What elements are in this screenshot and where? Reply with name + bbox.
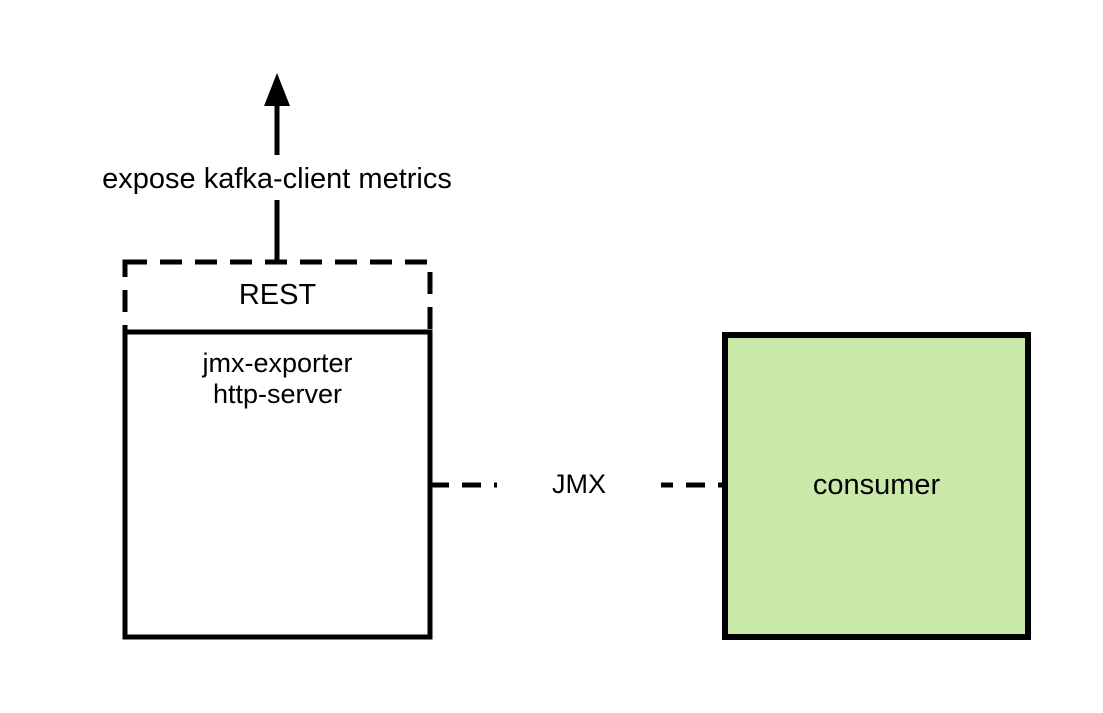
jmx-exporter-label-line-1: jmx-exporter — [202, 348, 353, 378]
rest-box-label: REST — [238, 279, 317, 311]
expose-metrics-arrow — [264, 73, 290, 266]
consumer-box-outline — [722, 332, 1031, 640]
consumer-box-label: consumer — [812, 469, 941, 501]
rest-box-outline — [122, 259, 433, 335]
expose-metrics-label: expose kafka-client metrics — [102, 163, 452, 195]
jmx-exporter-box-label: jmx-exporter http-server — [125, 348, 430, 411]
arrow-head-icon — [264, 73, 290, 106]
jmx-connector-label: JMX — [497, 469, 661, 501]
jmx-exporter-label-line-2: http-server — [212, 379, 343, 410]
